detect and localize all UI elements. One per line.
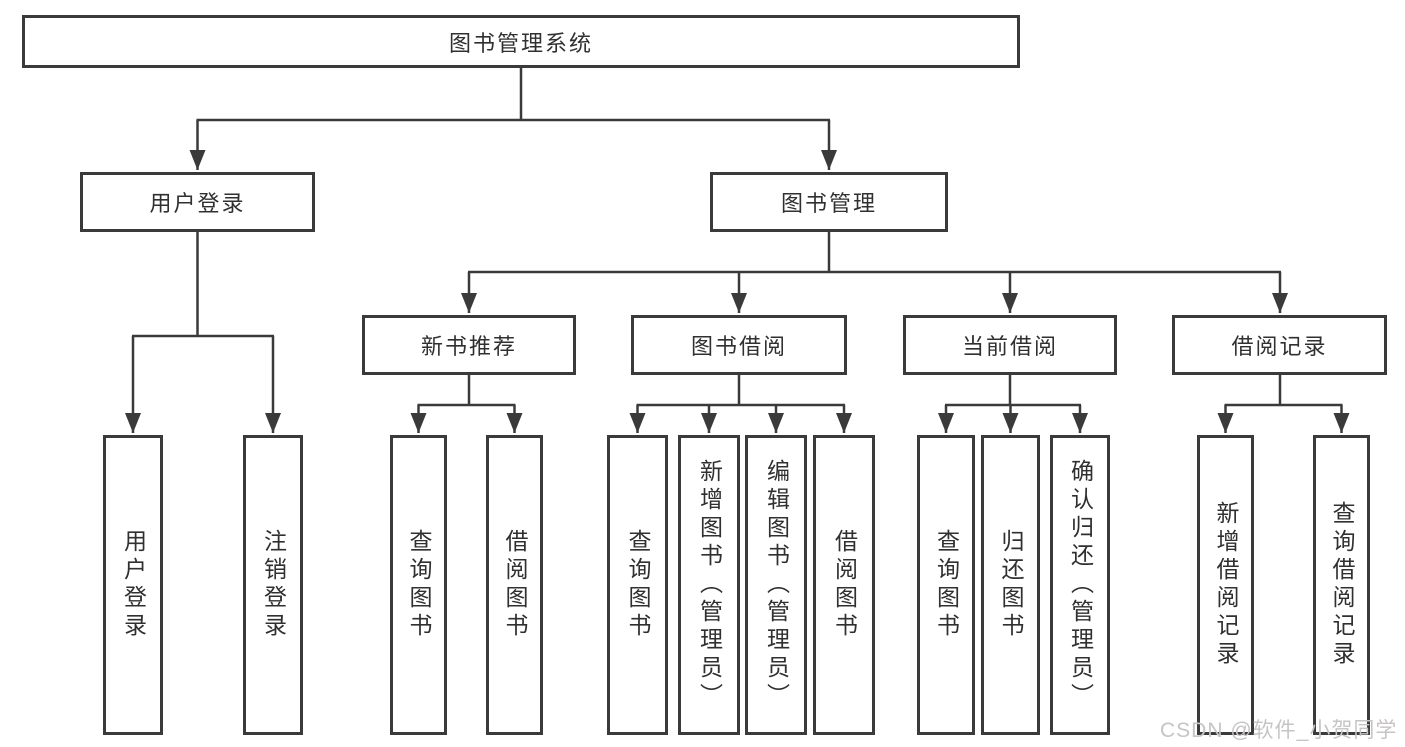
connector-user-login-to-leaves [125,232,281,433]
node-borrowing-records: 借阅记录 [1172,315,1387,375]
leaf-label: 编辑图书（管理员） [763,459,790,711]
leaf-label: 用户登录 [120,529,147,641]
leaf-label: 借阅图书 [502,529,528,641]
node-current-borrowing: 当前借阅 [903,315,1117,375]
leaf-label: 借阅图书 [831,529,858,641]
leaf-logout: 注销登录 [243,435,303,735]
node-label: 图书管理系统 [448,30,593,56]
leaf-edit-books-admin: 编辑图书（管理员） [745,435,807,735]
watermark: CSDN @软件_小贺同学 [1160,719,1398,742]
leaf-return-books: 归还图书 [981,435,1040,735]
node-label: 用户登录 [149,191,246,216]
connector-borrow-record-to-leaves [1217,375,1350,433]
node-label: 图书管理 [780,191,877,216]
node-new-book-recommendation: 新书推荐 [362,315,576,375]
connector-book-borrow-to-leaves [629,375,852,433]
node-book-borrowing: 图书借阅 [631,315,847,375]
leaf-label: 新增图书（管理员） [696,459,723,711]
leaf-label: 归还图书 [998,529,1024,641]
leaf-query-books: 查询图书 [917,435,975,735]
connector-new-book-to-leaves [410,375,523,433]
connector-root-to-level2 [189,68,837,170]
leaf-label: 查询图书 [933,529,960,641]
leaf-add-borrow-record: 新增借阅记录 [1197,435,1254,735]
leaf-label: 新增借阅记录 [1213,501,1239,669]
node-label: 新书推荐 [420,334,517,359]
leaf-label: 查询图书 [406,529,432,641]
connector-current-borrow-to-leaves [938,375,1088,433]
leaf-query-books: 查询图书 [607,435,668,735]
leaf-label: 注销登录 [260,529,287,641]
leaf-borrow-books: 借阅图书 [486,435,543,735]
leaf-borrow-books: 借阅图书 [813,435,875,735]
leaf-add-books-admin: 新增图书（管理员） [678,435,740,735]
leaf-label: 查询借阅记录 [1329,501,1355,669]
node-label: 当前借阅 [961,334,1058,359]
connector-book-mgmt-to-level3 [461,232,1288,313]
node-book-management: 图书管理 [710,172,948,232]
leaf-label: 查询图书 [625,529,651,641]
node-label: 图书借阅 [690,334,787,359]
leaf-confirm-return-admin: 确认归还（管理员） [1050,435,1110,735]
leaf-label: 确认归还（管理员） [1067,459,1094,711]
node-label: 借阅记录 [1231,334,1328,359]
node-library-management-system: 图书管理系统 [22,15,1020,68]
node-user-login: 用户登录 [80,172,315,232]
leaf-query-borrow-record: 查询借阅记录 [1313,435,1370,735]
leaf-user-login: 用户登录 [103,435,163,735]
leaf-query-books: 查询图书 [390,435,447,735]
